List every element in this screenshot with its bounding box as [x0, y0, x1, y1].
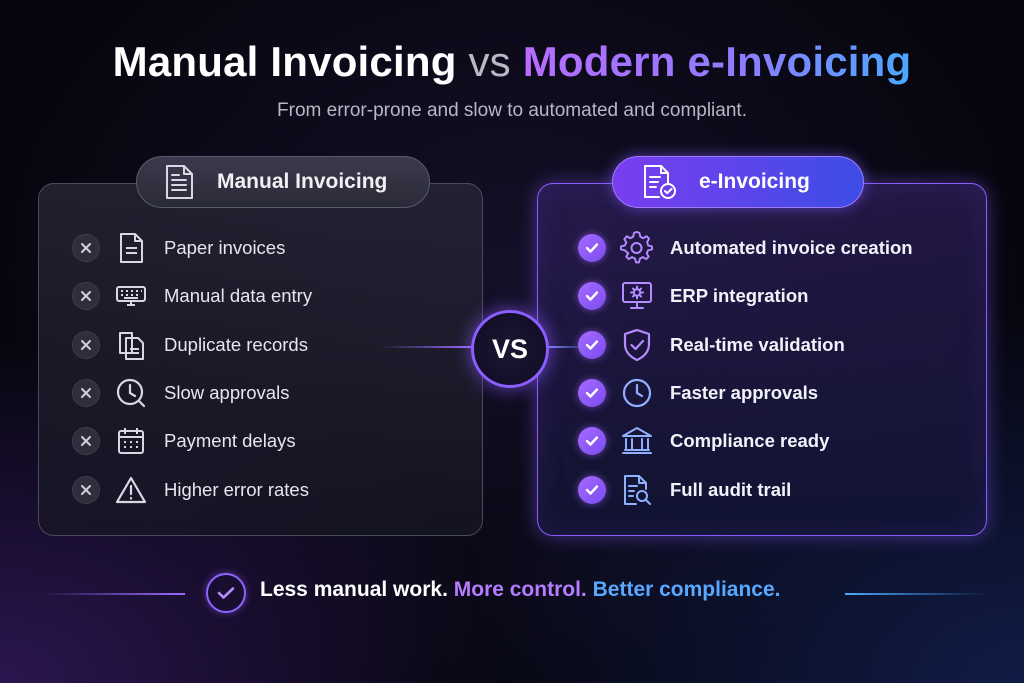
- warning-icon: [114, 473, 148, 507]
- x-icon: [72, 234, 100, 263]
- item-label: Higher error rates: [164, 478, 309, 500]
- item-label: Compliance ready: [670, 430, 830, 452]
- paper-icon: [114, 231, 148, 265]
- check-icon: [578, 427, 606, 456]
- item-label: Faster approvals: [670, 382, 819, 404]
- check-icon: [578, 379, 606, 408]
- list-item: ERP integration: [578, 272, 913, 320]
- item-label: Payment delays: [164, 430, 296, 452]
- clock-icon: [114, 376, 148, 410]
- calendar-icon: [114, 424, 148, 458]
- x-icon: [72, 282, 100, 311]
- page-subtitle: From error-prone and slow to automated a…: [277, 100, 747, 121]
- item-label: Paper invoices: [164, 237, 286, 259]
- list-item: Higher error rates: [72, 465, 312, 513]
- check-icon: [578, 475, 606, 504]
- manual-invoicing-tag: Manual Invoicing: [136, 156, 430, 208]
- vs-connector-right: [548, 346, 588, 348]
- list-item: Automated invoice creation: [578, 224, 913, 272]
- tagline-part-1: Less manual work.: [260, 578, 448, 601]
- check-icon: [578, 234, 606, 263]
- vs-connector-left: [380, 346, 472, 348]
- manual-invoicing-panel: [38, 183, 483, 536]
- item-label: Manual data entry: [164, 285, 313, 307]
- keyboard-icon: [114, 279, 148, 313]
- item-label: Automated invoice creation: [670, 237, 913, 259]
- list-item: Paper invoices: [72, 224, 312, 272]
- x-icon: [72, 427, 100, 456]
- document-search-icon: [620, 473, 654, 507]
- check-circle-icon: [206, 573, 246, 613]
- list-item: Slow approvals: [72, 369, 312, 417]
- check-icon: [578, 330, 606, 359]
- e-invoicing-tag: e-Invoicing: [612, 156, 864, 208]
- item-label: Duplicate records: [164, 333, 308, 355]
- list-item: Faster approvals: [578, 369, 913, 417]
- list-item: Payment delays: [72, 417, 312, 465]
- footer-tagline: Less manual work. More control. Better c…: [260, 578, 781, 602]
- page-title: Manual Invoicing vs Modern e-Invoicing: [0, 38, 1024, 86]
- shield-check-icon: [620, 328, 654, 362]
- monitor-gear-icon: [620, 279, 654, 313]
- x-icon: [72, 379, 100, 408]
- footer-divider-left: [40, 593, 185, 595]
- manual-invoicing-list: Paper invoices Manual data entry Duplica…: [72, 224, 312, 514]
- x-icon: [72, 475, 100, 504]
- list-item: Compliance ready: [578, 417, 913, 465]
- vs-badge: VS: [471, 310, 549, 388]
- title-part-modern: Modern e-Invoicing: [522, 38, 912, 85]
- item-label: ERP integration: [670, 285, 809, 307]
- e-invoicing-list: Automated invoice creation ERP integrati…: [578, 224, 913, 514]
- e-invoicing-label: e-Invoicing: [699, 170, 810, 193]
- manual-invoicing-label: Manual Invoicing: [217, 170, 388, 193]
- item-label: Real-time validation: [670, 333, 845, 355]
- copy-icon: [114, 328, 148, 362]
- check-icon: [578, 282, 606, 311]
- tagline-part-2: More control.: [453, 578, 587, 601]
- x-icon: [72, 330, 100, 359]
- list-item: Full audit trail: [578, 465, 913, 513]
- clock-icon: [620, 376, 654, 410]
- bank-icon: [620, 424, 654, 458]
- footer-divider-right: [845, 593, 985, 595]
- title-part-manual: Manual Invoicing: [112, 38, 457, 85]
- title-vs: vs: [468, 38, 511, 85]
- list-item: Manual data entry: [72, 272, 312, 320]
- verified-document-icon: [639, 162, 679, 202]
- gear-icon: [620, 231, 654, 265]
- tagline-part-3: Better compliance.: [592, 578, 781, 601]
- document-icon: [159, 162, 199, 202]
- list-item: Real-time validation: [578, 321, 913, 369]
- item-label: Slow approvals: [164, 382, 290, 404]
- list-item: Duplicate records: [72, 321, 312, 369]
- item-label: Full audit trail: [670, 478, 792, 500]
